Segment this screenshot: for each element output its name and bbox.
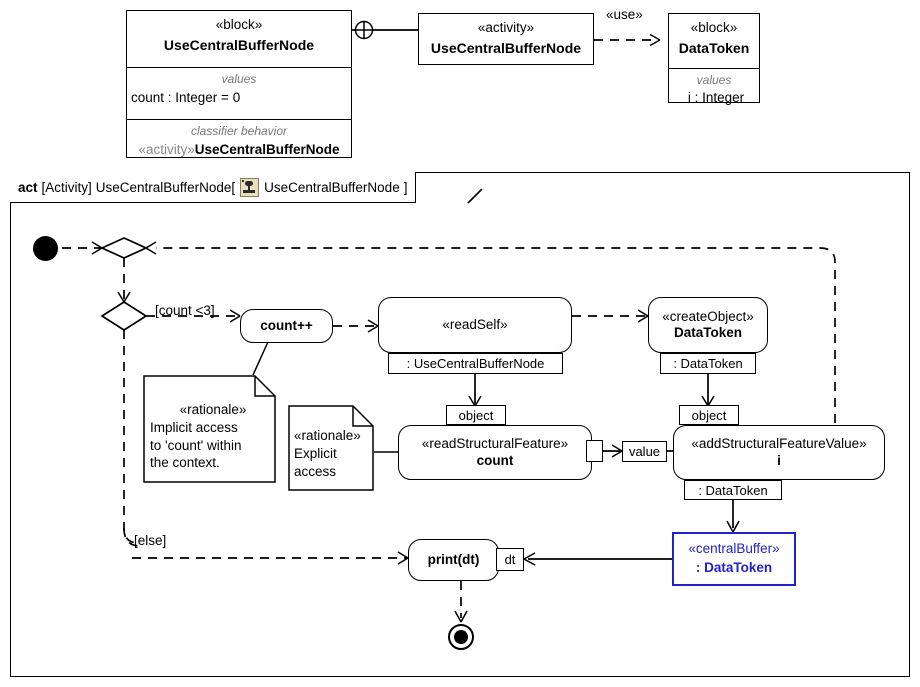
note-rationale-implicit: «rationale» Implicit access to 'count' w… (143, 375, 276, 483)
use-dependency-label: «use» (606, 7, 643, 22)
action-add-structural-feature-value-name: i (777, 453, 781, 469)
pin-add-feature-object: object (679, 405, 739, 425)
classifier-behavior-name: UseCentralBufferNode (194, 141, 340, 157)
frame-context-name: UseCentralBufferNode (264, 179, 400, 195)
note-implicit-stereotype: «rationale» (179, 402, 247, 417)
pin-create-object-result: : DataToken (660, 353, 756, 374)
action-create-object-name: DataToken (673, 324, 742, 340)
pin-read-feature-object: object (446, 405, 506, 425)
action-read-self-stereotype: «readSelf» (442, 317, 508, 333)
pin-value: value (622, 441, 667, 462)
activity-diagram-icon (240, 177, 260, 197)
note-explicit-line1: Explicit (294, 445, 337, 461)
action-print[interactable]: print(dt) (408, 539, 499, 581)
activity-block-use-central-buffer-node: «activity» UseCentralBufferNode (418, 13, 594, 65)
activity-block-stereotype: «activity» (477, 20, 535, 35)
action-add-structural-feature-value-stereotype: «addStructuralFeatureValue» (691, 435, 867, 451)
central-buffer-name: : DataToken (695, 559, 773, 575)
action-read-structural-feature-stereotype: «readStructuralFeature» (421, 435, 569, 451)
guard-count-label: [count <3] (155, 303, 215, 318)
central-buffer-stereotype: «centralBuffer» (688, 541, 780, 557)
frame-header: act [Activity] UseCentralBufferNode [ Us… (10, 172, 417, 203)
action-count-increment-label: count++ (260, 317, 313, 333)
action-read-self[interactable]: «readSelf» (378, 297, 572, 353)
action-count-increment[interactable]: count++ (240, 309, 333, 343)
frame-type-label: [Activity] (41, 179, 92, 195)
block-stereotype: «block» (215, 17, 263, 32)
action-create-object-stereotype: «createObject» (662, 309, 754, 325)
note-implicit-line3: the context. (150, 455, 220, 471)
pin-print-dt: dt (496, 548, 524, 571)
block-use-central-buffer-node: «block» UseCentralBufferNode values coun… (126, 10, 352, 158)
activity-block-name: UseCentralBufferNode (430, 39, 582, 56)
object-node-central-buffer[interactable]: «centralBuffer» : DataToken (672, 532, 796, 586)
note-rationale-explicit: «rationale» Explicit access (288, 405, 374, 491)
note-implicit-line2: to 'count' within (150, 437, 242, 453)
frame-bracket-close: ] (403, 179, 408, 195)
value-property-count: count : Integer = 0 (131, 89, 241, 105)
frame-kind: act (18, 179, 38, 195)
activity-final-node (448, 624, 474, 650)
classifier-behavior-label: classifier behavior (190, 124, 288, 138)
initial-node (33, 236, 58, 261)
data-token-value-i: i : Integer (687, 89, 745, 105)
guard-else-label: [else] (134, 533, 167, 548)
note-implicit-line1: Implicit access (150, 419, 238, 435)
action-add-structural-feature-value[interactable]: «addStructuralFeatureValue» i (673, 425, 885, 480)
data-token-name: DataToken (678, 39, 750, 56)
frame-name: UseCentralBufferNode (95, 179, 232, 195)
block-name: UseCentralBufferNode (163, 36, 315, 53)
values-compartment-label: values (221, 72, 257, 86)
action-create-object[interactable]: «createObject» DataToken (648, 297, 768, 353)
action-print-label: print(dt) (427, 551, 480, 567)
pin-add-feature-result: : DataToken (684, 480, 782, 500)
final-node-inner (454, 630, 468, 644)
action-read-structural-feature-name: count (476, 453, 514, 469)
classifier-behavior-stereotype: «activity» (138, 141, 195, 157)
data-token-values-label: values (696, 73, 732, 87)
note-explicit-line2: access (294, 463, 337, 479)
data-token-stereotype: «block» (690, 20, 738, 35)
block-data-token: «block» DataToken values i : Integer (668, 13, 760, 105)
pin-read-self-result: : UseCentralBufferNode (388, 353, 563, 374)
action-read-structural-feature[interactable]: «readStructuralFeature» count (398, 425, 592, 480)
frame-bracket-open: [ (231, 179, 236, 195)
note-explicit-stereotype: «rationale» (294, 428, 361, 443)
pin-read-feature-result (586, 440, 603, 462)
